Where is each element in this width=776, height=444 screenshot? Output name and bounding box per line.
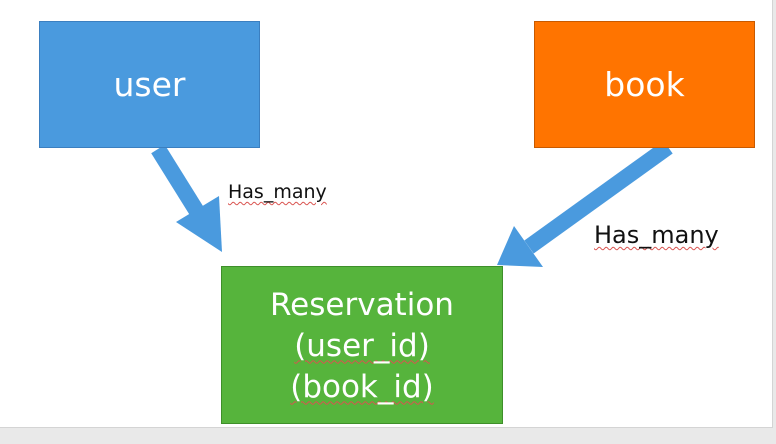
arrow-book-shaft — [524, 140, 673, 254]
reservation-field-book-id: (book_id) — [290, 368, 434, 405]
diagram-canvas: user book Reservation (user_id) (book_id… — [0, 0, 773, 428]
arrow-book-head — [497, 226, 543, 267]
reservation-field-user-id: (user_id) — [294, 327, 430, 364]
arrow-user-to-reservation — [151, 144, 222, 252]
reservation-title: Reservation — [270, 286, 454, 323]
book-entity-label: book — [604, 65, 685, 104]
has-many-label-book: Has_many — [594, 221, 719, 249]
book-entity-box[interactable]: book — [534, 21, 755, 148]
user-entity-label: user — [113, 65, 186, 104]
arrow-user-head — [176, 196, 222, 252]
has-many-label-user: Has_many — [228, 181, 327, 203]
user-entity-box[interactable]: user — [39, 21, 260, 148]
reservation-entity-box[interactable]: Reservation (user_id) (book_id) — [221, 266, 503, 424]
arrow-book-to-reservation — [497, 140, 673, 267]
arrows-layer — [151, 140, 673, 267]
